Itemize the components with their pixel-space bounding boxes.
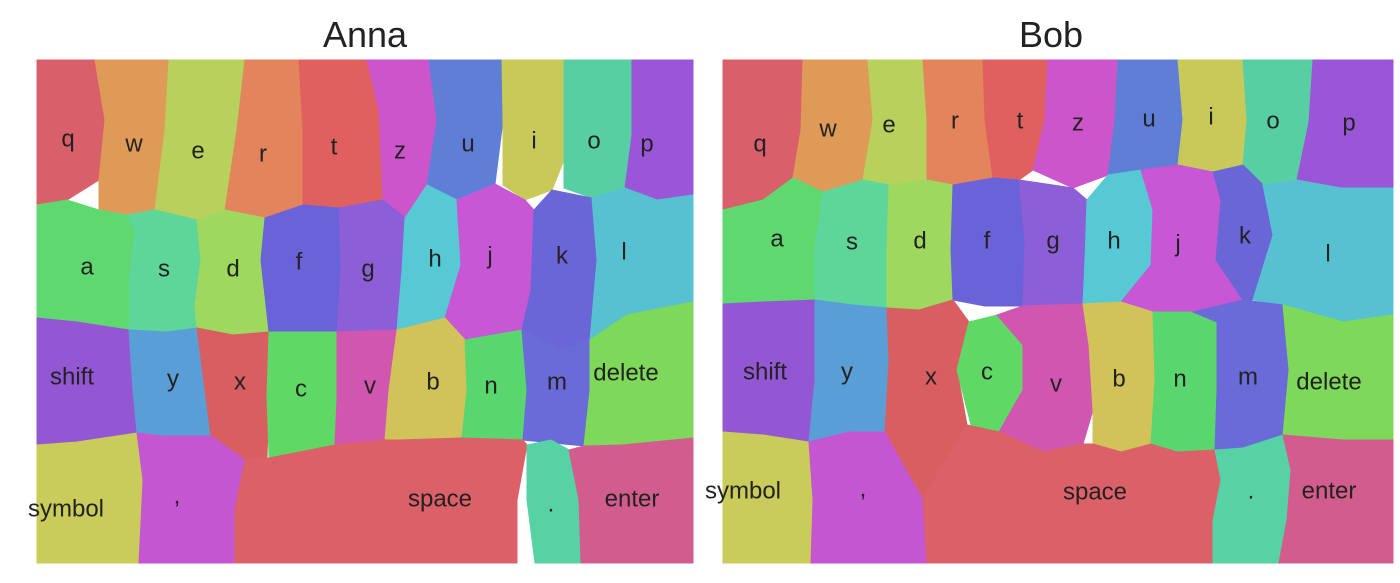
key-label-n: n (484, 372, 497, 399)
key-region-t[interactable] (298, 59, 384, 209)
key-label-i: i (531, 127, 536, 154)
key-label-p: p (640, 130, 653, 157)
key-label-r: r (951, 107, 959, 134)
key-label-d: d (226, 255, 239, 282)
key-label-z: z (394, 137, 406, 164)
key-label-n: n (1173, 365, 1186, 392)
key-label-d: d (913, 227, 926, 254)
key-region-l[interactable] (1252, 179, 1394, 323)
key-label-c: c (295, 375, 307, 402)
key-label-period: . (548, 490, 555, 517)
key-regions (722, 59, 1394, 564)
key-label-period: . (1248, 477, 1255, 504)
key-label-a: a (770, 225, 784, 252)
key-label-m: m (1238, 363, 1258, 390)
key-label-comma: , (174, 482, 181, 509)
key-label-k: k (556, 242, 569, 269)
key-label-u: u (1142, 105, 1155, 132)
key-label-enter: enter (605, 485, 660, 512)
key-label-z: z (1072, 109, 1084, 136)
key-label-symbol: symbol (705, 477, 781, 504)
key-label-e: e (191, 137, 204, 164)
key-label-k: k (1239, 222, 1252, 249)
key-label-f: f (296, 248, 303, 275)
key-label-m: m (547, 368, 567, 395)
key-label-delete: delete (593, 359, 658, 386)
key-label-v: v (1050, 370, 1062, 397)
key-label-t: t (1017, 107, 1024, 134)
key-label-w: w (124, 130, 143, 157)
key-label-y: y (841, 358, 853, 385)
key-label-x: x (234, 368, 246, 395)
key-label-symbol: symbol (28, 495, 104, 522)
key-label-j: j (1174, 230, 1180, 257)
key-label-b: b (426, 368, 439, 395)
key-label-shift: shift (743, 358, 787, 385)
key-labels: q w e r t z u i o p a s d f g h j k l shift y x c v b n m delete sym… (705, 103, 1362, 505)
key-region-p[interactable] (624, 59, 694, 201)
key-label-o: o (587, 127, 600, 154)
key-label-g: g (361, 255, 374, 282)
key-region-enter[interactable] (568, 437, 694, 564)
key-label-a: a (80, 253, 94, 280)
panel-title-bob: Bob (1018, 14, 1084, 55)
key-label-comma: , (860, 475, 867, 502)
key-label-space: space (408, 485, 472, 512)
key-label-h: h (1107, 227, 1120, 254)
key-label-s: s (158, 255, 170, 282)
key-label-y: y (167, 365, 179, 392)
key-label-x: x (925, 363, 937, 390)
key-label-enter: enter (1302, 477, 1357, 504)
key-label-i: i (1208, 103, 1213, 130)
key-region-space[interactable] (234, 437, 528, 564)
key-label-t: t (331, 133, 338, 160)
key-label-u: u (461, 130, 474, 157)
key-regions (36, 59, 694, 564)
key-label-l: l (1325, 240, 1330, 267)
key-label-q: q (753, 130, 766, 157)
key-label-r: r (259, 140, 267, 167)
key-label-w: w (818, 115, 837, 142)
key-label-h: h (428, 245, 441, 272)
key-label-p: p (1342, 109, 1355, 136)
key-label-e: e (882, 111, 895, 138)
key-label-s: s (846, 228, 858, 255)
key-label-c: c (981, 358, 993, 385)
key-label-q: q (61, 125, 74, 152)
keyboard-bob: q w e r t z u i o p a s d f g h j k l shift y x c v b n m delete sym… (705, 59, 1394, 564)
key-region-comma[interactable] (136, 432, 246, 564)
key-label-j: j (486, 242, 492, 269)
key-label-o: o (1266, 107, 1279, 134)
key-label-space: space (1063, 478, 1127, 505)
key-label-v: v (364, 372, 376, 399)
key-label-g: g (1046, 227, 1059, 254)
key-label-f: f (984, 227, 991, 254)
key-label-shift: shift (50, 363, 94, 390)
panel-title-anna: Anna (322, 14, 408, 55)
key-label-b: b (1112, 365, 1125, 392)
key-label-delete: delete (1296, 368, 1361, 395)
key-region-enter[interactable] (1278, 434, 1394, 564)
key-label-l: l (621, 238, 626, 265)
